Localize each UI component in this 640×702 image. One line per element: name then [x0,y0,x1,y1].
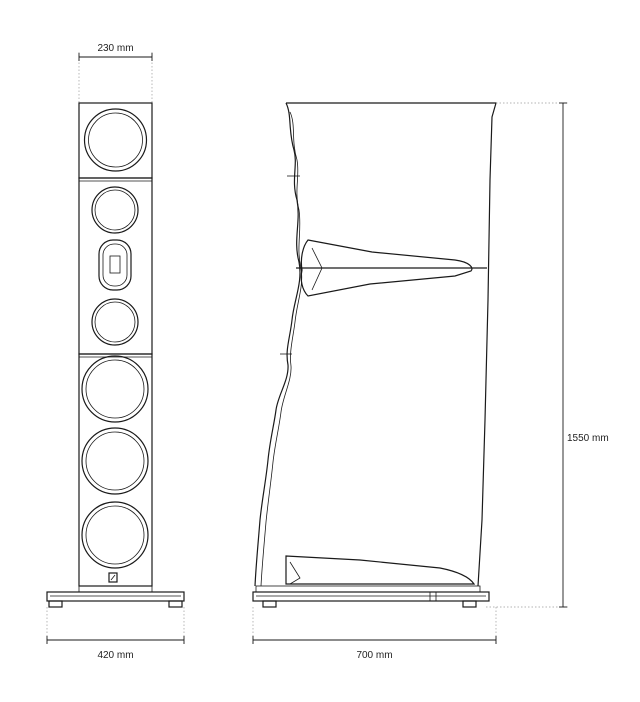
side-fin-upper [296,239,487,297]
depth-label: 700 mm [356,650,392,661]
bass-driver-2 [81,427,149,495]
top-width-label: 230 mm [97,43,133,54]
tweeter [98,239,132,291]
front-mid-module [78,177,153,355]
height-dimension: 1550 mm [559,102,609,608]
front-view: 230 mm [46,43,185,661]
side-base-plinth [252,585,490,608]
front-base-plinth [46,585,185,608]
side-foot-rear [462,600,477,608]
midrange-upper [91,186,139,234]
midrange-lower [91,298,139,346]
front-foot-left [48,600,63,608]
woofer-top [83,108,148,172]
bass-driver-1 [81,355,149,423]
side-fin-lower [285,555,476,585]
base-width-dimension: 420 mm [46,636,185,661]
base-width-label: 420 mm [97,650,133,661]
front-bottom-module [78,353,153,587]
front-foot-right [168,600,183,608]
brand-badge-icon [108,572,118,583]
side-front-profile [254,102,301,587]
side-view: 700 mm 1550 mm [252,102,609,661]
height-label: 1550 mm [567,433,609,444]
bass-driver-3 [81,501,149,569]
side-foot-front [262,600,277,608]
depth-dimension: 700 mm [252,636,497,661]
top-width-dimension: 230 mm [78,43,153,61]
